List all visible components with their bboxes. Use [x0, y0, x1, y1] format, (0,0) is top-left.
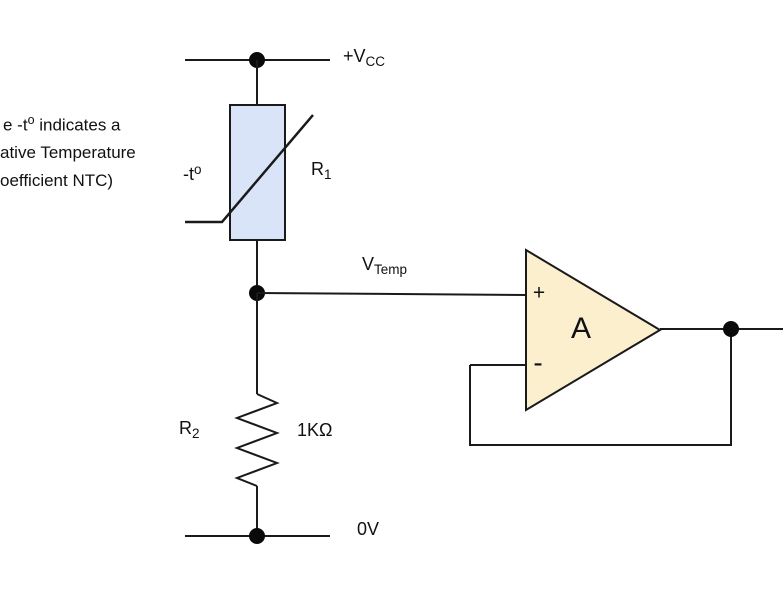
vcc-label-sub: CC: [365, 53, 386, 69]
vtemp-label: VTemp: [362, 254, 407, 278]
vcc-label-main: +V: [343, 46, 366, 66]
thermistor-temp-label: -to: [183, 162, 202, 186]
r1-label-sub: 1: [324, 166, 332, 182]
opamp-gain-label: A: [570, 312, 592, 345]
ntc-annotation-line3: oefficient NTC): [0, 171, 114, 191]
ground-junction-dot: [249, 528, 265, 544]
opamp-minus-label: -: [533, 347, 543, 379]
ntc-annotation-line1-post: indicates a: [34, 115, 121, 135]
vtemp-wire: [256, 292, 527, 296]
ntc-annotation: e -to indicates a ative Temperature oeff…: [0, 106, 136, 195]
ntc-annotation-line1-pre: e -t: [3, 115, 28, 135]
feedback-wire: [469, 329, 732, 446]
resistor-zigzag: [234, 393, 280, 487]
r1-label: R1: [311, 159, 332, 183]
r2-value-label: 1KΩ: [297, 420, 333, 440]
thermistor-diagonal-stroke: [185, 114, 314, 224]
r1-label-main: R: [311, 159, 324, 179]
ntc-annotation-line2: ative Temperature: [0, 143, 136, 163]
ntc-annotation-line1-sup: o: [27, 113, 35, 127]
vtemp-label-sub: Temp: [374, 261, 408, 277]
output-junction-dot: [723, 321, 739, 337]
vcc-label: +VCC: [343, 46, 385, 70]
opamp-triangle: [525, 248, 662, 412]
thermistor-temp-sup: o: [194, 162, 202, 177]
vtemp-label-main: V: [362, 254, 375, 274]
ground-label: 0V: [357, 519, 380, 539]
thermistor-temp-main: -t: [183, 164, 194, 185]
r2-label-sub: 2: [192, 425, 200, 441]
ntc-annotation-line1: e -to indicates a: [3, 106, 136, 139]
opamp-plus-label: +: [532, 281, 546, 305]
thermistor-body: [229, 104, 286, 241]
r2-label-main: R: [179, 418, 192, 438]
r2-label: R2: [179, 418, 200, 442]
